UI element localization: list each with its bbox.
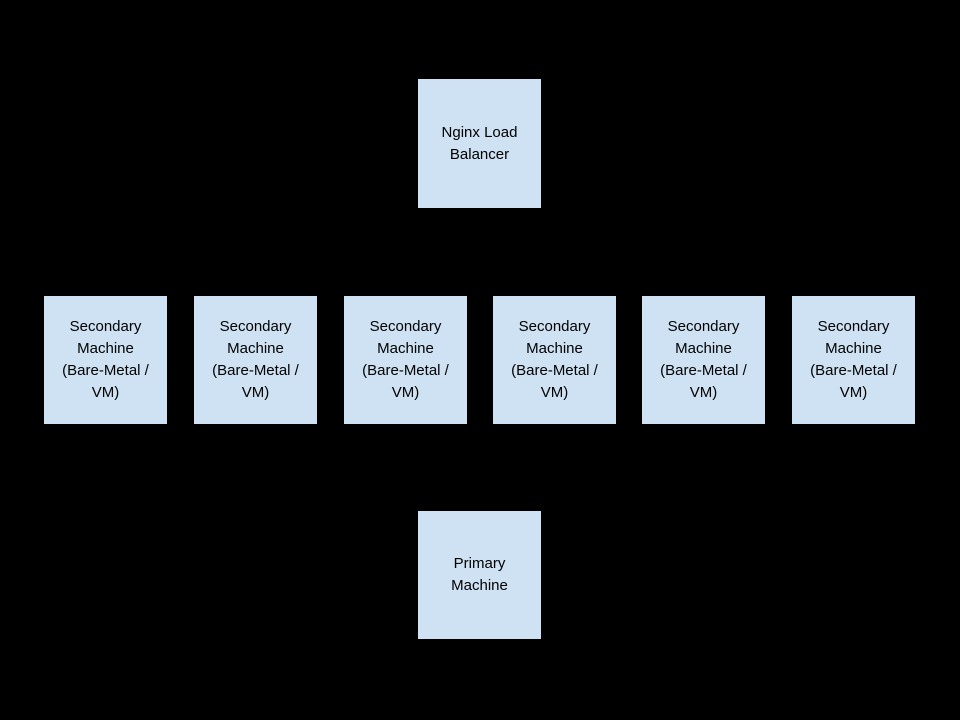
secondary-machine-box-2: Secondary Machine (Bare-Metal / VM) bbox=[193, 295, 318, 425]
primary-machine-box: Primary Machine bbox=[417, 510, 542, 640]
secondary-machine-label: Secondary Machine (Bare-Metal / VM) bbox=[660, 318, 747, 401]
secondary-machine-box-3: Secondary Machine (Bare-Metal / VM) bbox=[343, 295, 468, 425]
secondary-machine-label: Secondary Machine (Bare-Metal / VM) bbox=[62, 318, 149, 401]
secondary-machine-box-5: Secondary Machine (Bare-Metal / VM) bbox=[641, 295, 766, 425]
load-balancer-box: Nginx Load Balancer bbox=[417, 78, 542, 209]
secondary-machine-label: Secondary Machine (Bare-Metal / VM) bbox=[810, 318, 897, 401]
secondary-machine-label: Secondary Machine (Bare-Metal / VM) bbox=[362, 318, 449, 401]
secondary-machine-label: Secondary Machine (Bare-Metal / VM) bbox=[212, 318, 299, 401]
secondary-machine-label: Secondary Machine (Bare-Metal / VM) bbox=[511, 318, 598, 401]
secondary-machine-box-1: Secondary Machine (Bare-Metal / VM) bbox=[43, 295, 168, 425]
load-balancer-label: Nginx Load Balancer bbox=[441, 123, 518, 163]
secondary-machine-box-6: Secondary Machine (Bare-Metal / VM) bbox=[791, 295, 916, 425]
primary-machine-label: Primary Machine bbox=[451, 555, 508, 594]
secondary-machine-box-4: Secondary Machine (Bare-Metal / VM) bbox=[492, 295, 617, 425]
